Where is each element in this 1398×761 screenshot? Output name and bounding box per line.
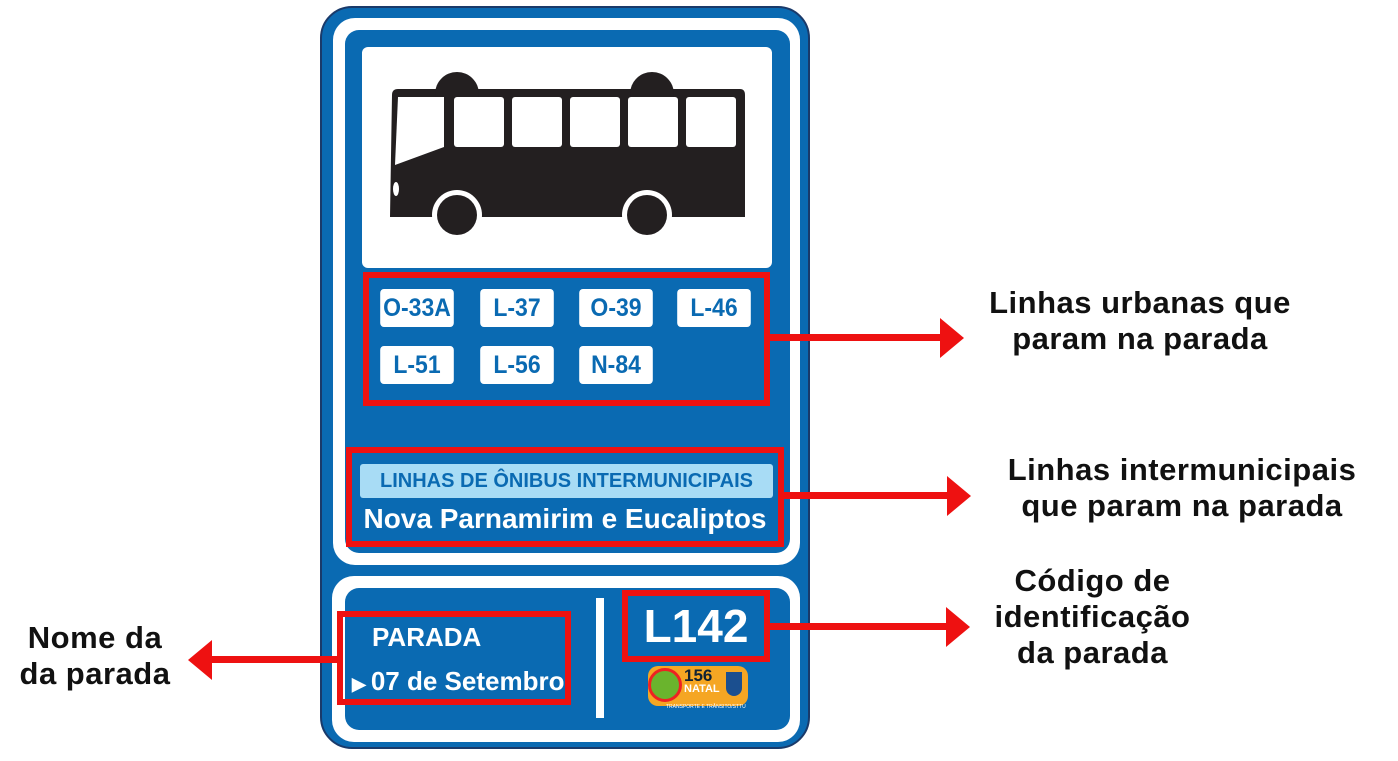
bus-pictogram-panel [362, 47, 772, 268]
intermunicipal-highlight [346, 447, 784, 547]
arrow-line [784, 492, 949, 499]
logo-city: NATAL [684, 683, 720, 695]
intermunicipal-lines: Nova Parnamirim e Eucaliptos [363, 503, 767, 534]
arrow-line [770, 334, 945, 341]
route-badge: L-46 [677, 289, 751, 327]
stop-name-highlight [337, 611, 571, 705]
route-badge: O-39 [579, 289, 653, 327]
divider [596, 598, 604, 718]
route-badge: L-51 [380, 346, 454, 384]
stop-name: 07 de Setembro [370, 666, 565, 696]
route-badge: O-33A [380, 289, 454, 327]
stop-label: PARADA [372, 622, 482, 652]
urban-routes-highlight [363, 272, 770, 406]
route-badge: L-56 [480, 346, 554, 384]
arrow-head-icon [947, 476, 971, 516]
phone-icon [648, 668, 682, 702]
intermunicipal-header: LINHAS DE ÔNIBUS INTERMUNICIPAIS [360, 464, 773, 498]
route-badge: N-84 [579, 346, 653, 384]
sttu-logo: 156 NATAL TRANSPORTE E TRÂNSITO/STTU [648, 666, 748, 710]
route-badge: L-37 [480, 289, 554, 327]
triangle-icon: ▶ [352, 674, 371, 694]
arrow-line [210, 656, 338, 663]
coat-of-arms-icon [726, 672, 742, 696]
stop-code: L142 [622, 590, 770, 662]
arrow-head-icon [188, 640, 212, 680]
logo-caption: TRANSPORTE E TRÂNSITO/STTU [666, 704, 746, 710]
logo-number: 156 [684, 666, 713, 685]
arrow-head-icon [940, 318, 964, 358]
arrow-line [770, 623, 950, 630]
arrow-head-icon [946, 607, 970, 647]
bus-icon [390, 72, 745, 240]
